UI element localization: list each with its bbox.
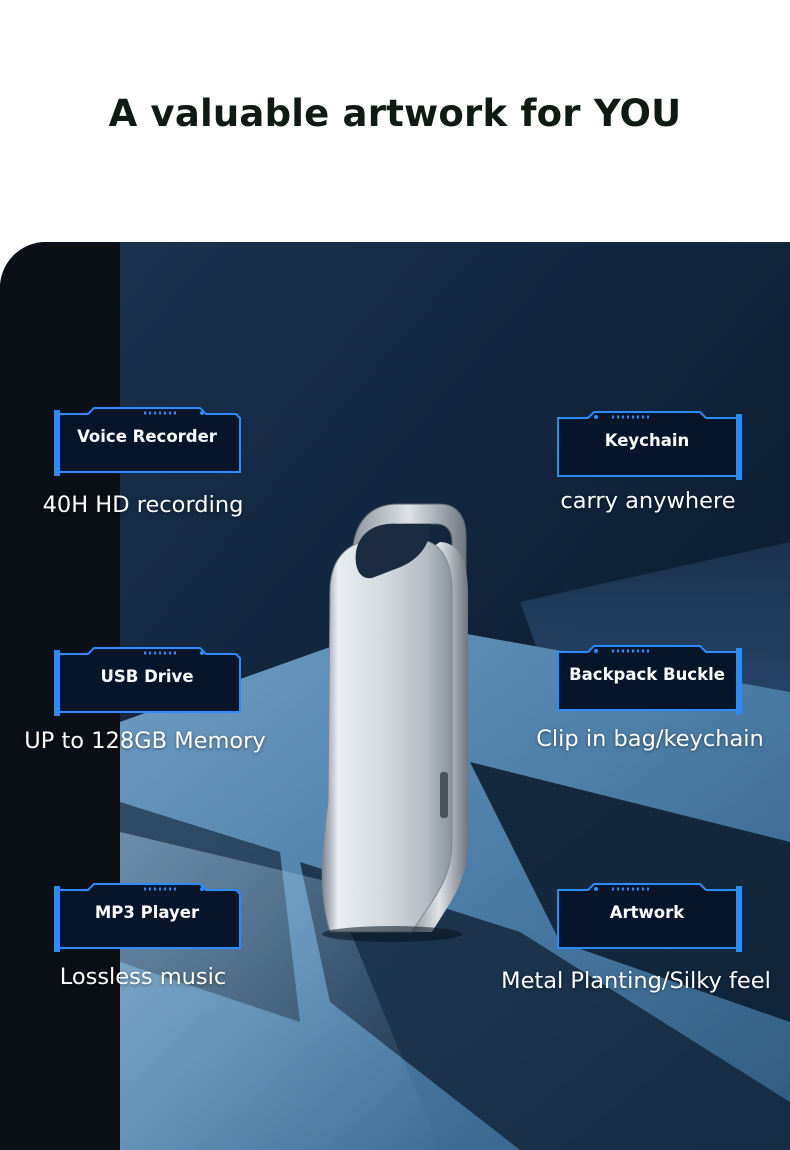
mp3-player-description: Lossless music — [59, 964, 227, 990]
tech-frame-icon — [557, 411, 742, 480]
mp3-player-tag: MP3 Player — [52, 882, 242, 954]
mp3-player-label: MP3 Player — [94, 903, 200, 922]
keychain-tag: Keychain — [552, 410, 742, 482]
tech-frame-icon — [557, 883, 742, 952]
usb-drive-tag: USB Drive — [52, 646, 242, 718]
artwork-description: Metal Planting/Silky feel — [501, 968, 771, 994]
backpack-buckle-description: Clip in bag/keychain — [536, 726, 764, 752]
page-headline: A valuable artwork for YOU — [108, 92, 682, 135]
tech-frame-icon — [54, 647, 241, 716]
voice-recorder-label: Voice Recorder — [77, 427, 217, 446]
tech-frame-icon — [557, 645, 742, 714]
keychain-description: carry anywhere — [560, 488, 736, 514]
artwork-label: Artwork — [609, 903, 685, 922]
backpack-buckle-label: Backpack Buckle — [569, 665, 725, 684]
usb-drive-description: UP to 128GB Memory — [24, 728, 266, 754]
tech-frame-icon — [54, 883, 241, 952]
tech-frame-icon — [54, 407, 241, 476]
voice-recorder-tag: Voice Recorder — [52, 406, 242, 478]
backpack-buckle-tag: Backpack Buckle — [552, 644, 742, 716]
artwork-tag: Artwork — [552, 882, 742, 954]
usb-drive-label: USB Drive — [100, 667, 194, 686]
product-showcase-panel: Voice Recorder 40H HD recording Keychain… — [0, 242, 790, 1150]
keychain-label: Keychain — [604, 431, 690, 450]
voice-recorder-description: 40H HD recording — [42, 492, 244, 518]
